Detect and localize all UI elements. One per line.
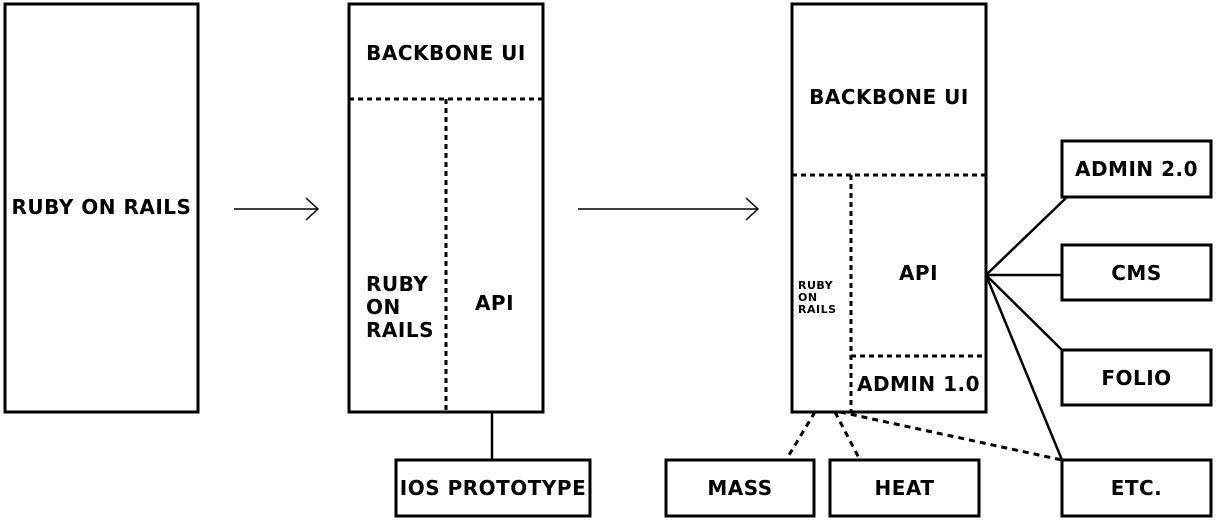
stage2-api-label: API [474, 291, 515, 315]
stage3-backbone-label: BACKBONE UI [809, 85, 969, 109]
client-box-mass [664, 458, 816, 518]
stage1-label: RUBY ON RAILS [11, 195, 192, 219]
stage3-ruby-line-2: ON [798, 290, 818, 304]
api-connectors [984, 197, 1067, 461]
stage3-ruby-line-1: RUBY [798, 278, 834, 292]
client-box-admin-2 [1060, 139, 1213, 199]
stage3-ruby-line-3: RAILS [798, 303, 837, 317]
client-label-folio: FOLIO [1101, 365, 1172, 390]
client-label-mass: MASS [707, 476, 773, 500]
stage2-ruby-label: RUBY ON RAILS [366, 272, 436, 342]
stage3-ruby-label: RUBY ON RAILS [798, 278, 838, 318]
bottom-connectors [784, 410, 1063, 462]
stage2-box [347, 2, 545, 414]
client-box-heat [828, 458, 981, 518]
arrow-1 [234, 197, 320, 221]
arrow-2 [578, 197, 760, 221]
ios-prototype-label: IOS PROTOTYPE [399, 476, 587, 500]
client-box-folio [1060, 348, 1213, 407]
stage1-box [3, 2, 200, 414]
client-label-cms: CMS [1111, 260, 1162, 285]
stage2-backbone-label: BACKBONE UI [366, 41, 526, 65]
stage3-box [790, 2, 988, 414]
stage2-ruby-line-2: ON [366, 294, 401, 319]
stage2-ruby-line-1: RUBY [366, 271, 429, 296]
stage2-ruby-line-3: RAILS [366, 317, 434, 342]
client-box-etc [1060, 458, 1213, 518]
ios-prototype-box [394, 458, 592, 518]
stage3-api-label: API [898, 261, 939, 285]
client-label-etc: ETC. [1110, 476, 1163, 500]
client-label-heat: HEAT [874, 476, 935, 500]
stage3-admin-label: ADMIN 1.0 [856, 372, 981, 396]
client-box-cms [1060, 243, 1213, 302]
client-label-admin-2: ADMIN 2.0 [1074, 157, 1199, 181]
